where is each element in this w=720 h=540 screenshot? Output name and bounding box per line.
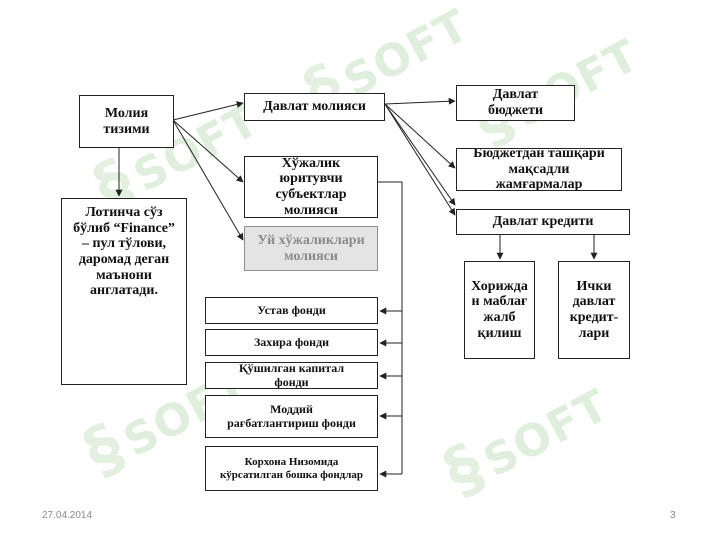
box-korxona-fondlar: Корхона Низомида кўрсатилган бошка фондл… — [205, 446, 378, 491]
box-qoshilgan-kapital: Қўшилган капитал фонди — [205, 362, 378, 389]
box-definition: Лотинча сўз бўлиб “Finance” – пул тўлови… — [61, 198, 187, 385]
fund-bracket — [378, 181, 403, 474]
box-davlat-moliyasi: Давлат молияси — [244, 93, 385, 121]
box-xojalik-subyektlar: Хўжалик юритувчи субъектлар молияси — [244, 156, 378, 218]
box-zaxira-fondi: Захира фонди — [205, 329, 378, 356]
box-xorijda-mablag: Хорижда н маблағ жалб қилиш — [464, 261, 535, 359]
arrow-to-davlat-budjeti — [384, 97, 456, 105]
box-uy-xojaliklari: Уй хўжаликлари молияси — [244, 226, 378, 271]
footer-date: 27.04.2014 — [42, 510, 93, 521]
arrow-to-davlat-krediti-2 — [384, 103, 456, 206]
page-number: 3 — [670, 510, 676, 521]
box-davlat-krediti: Давлат кредити — [456, 209, 630, 235]
arrow-to-budjetdan-tashqari — [384, 103, 456, 169]
box-ichki-davlat-kreditlari: Ички давлат кредит- лари — [558, 261, 630, 359]
box-moddiy-ragbatlantirish: Моддий рағбатлантириш фонди — [205, 395, 378, 438]
box-budjetdan-tashqari: Бюджетдан ташқари мақсадли жамғармалар — [456, 148, 622, 191]
box-moliya-tizimi: Молия тизими — [79, 95, 174, 148]
box-ustav-fondi: Устав фонди — [205, 297, 378, 324]
arrow-to-davlat-krediti — [384, 103, 456, 216]
box-davlat-budjeti: Давлат бюджети — [456, 85, 575, 121]
watermark-logo: §SOFT — [432, 379, 618, 511]
